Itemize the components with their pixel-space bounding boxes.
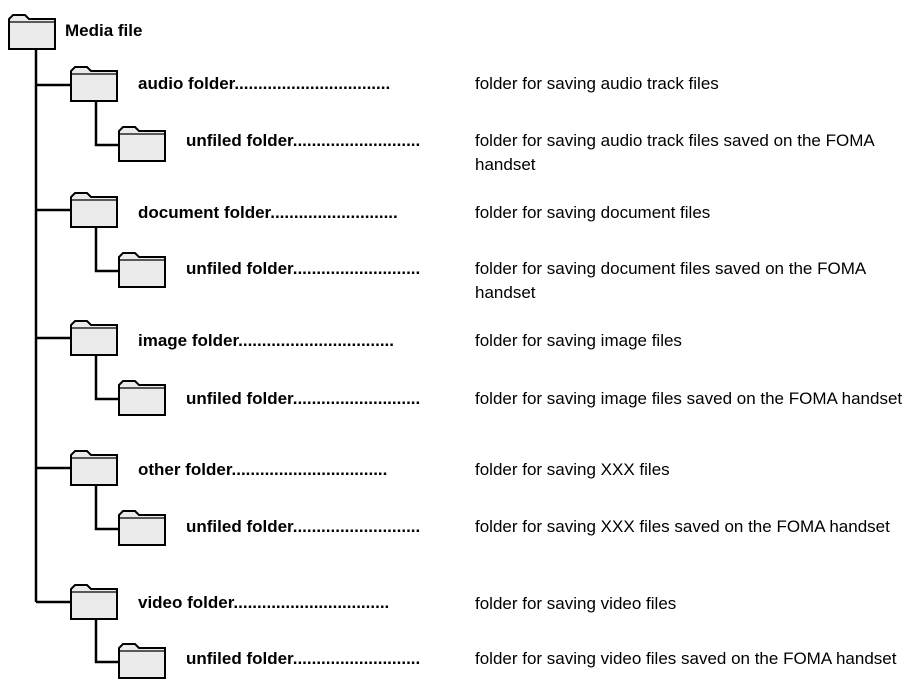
image-folder-label: image folder............................… [138,331,395,350]
other-unfiled-folder-description: folder for saving XXX files saved on the… [475,517,890,536]
document-unfiled-folder-description: folder for saving document files saved o… [475,259,866,302]
document-folder-label: document folder.........................… [138,203,398,222]
audio-folder-description: folder for saving audio track files [475,74,719,93]
video-folder-label: video folder............................… [138,593,390,612]
other-folder-icon [70,450,118,486]
audio-folder-icon [70,66,118,102]
other-unfiled-folder-icon [118,510,166,546]
image-unfiled-folder-icon [118,380,166,416]
document-unfiled-folder-label: unfiled folder..........................… [186,259,421,278]
document-folder-description: folder for saving document files [475,203,711,222]
other-folder-description: folder for saving XXX files [475,460,670,479]
other-unfiled-folder-label: unfiled folder..........................… [186,517,421,536]
audio-unfiled-folder-icon [118,126,166,162]
image-folder-description: folder for saving image files [475,331,682,350]
audio-unfiled-folder-label: unfiled folder..........................… [186,131,421,150]
root-folder-label: Media file [65,21,143,40]
root-folder-icon [8,14,56,50]
audio-folder-label: audio folder............................… [138,74,391,93]
image-folder-icon [70,320,118,356]
video-folder-icon [70,584,118,620]
document-folder-icon [70,192,118,228]
audio-unfiled-folder-description: folder for saving audio track files save… [475,131,874,174]
image-unfiled-folder-label: unfiled folder..........................… [186,389,421,408]
video-unfiled-folder-description: folder for saving video files saved on t… [475,649,897,668]
document-unfiled-folder-icon [118,252,166,288]
video-unfiled-folder-label: unfiled folder..........................… [186,649,421,668]
image-unfiled-folder-description: folder for saving image files saved on t… [475,389,902,408]
other-folder-label: other folder............................… [138,460,388,479]
video-unfiled-folder-icon [118,643,166,679]
video-folder-description: folder for saving video files [475,594,677,613]
